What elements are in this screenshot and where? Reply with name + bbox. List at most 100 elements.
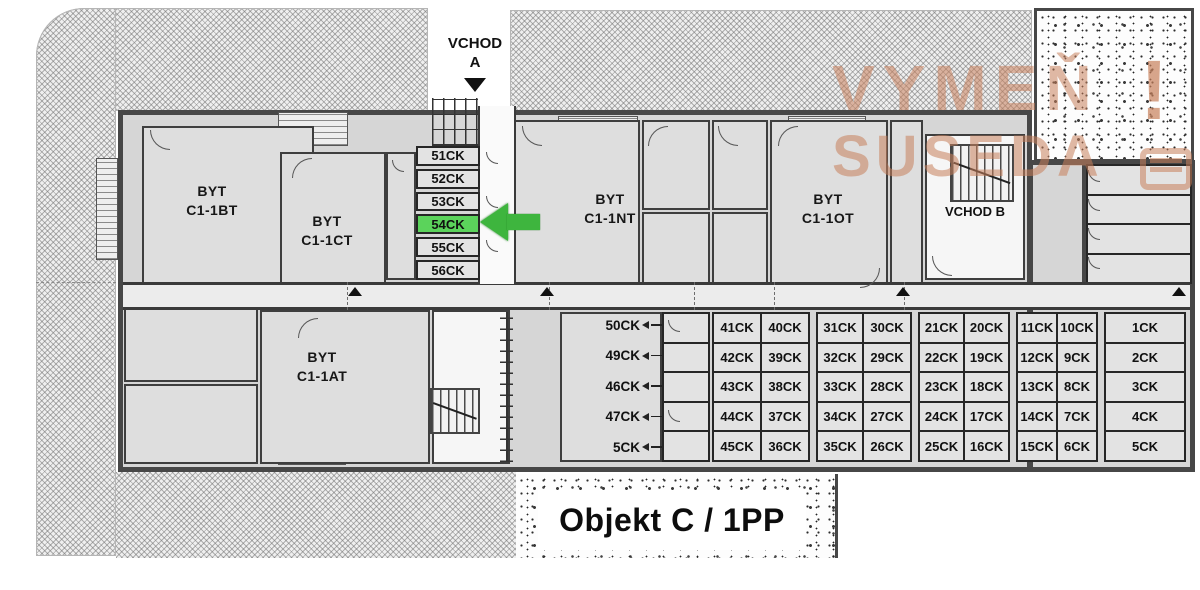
storage-cell: 7CK xyxy=(1056,400,1098,433)
storage-cell xyxy=(1086,252,1192,284)
watermark-logo-icon xyxy=(1140,148,1192,190)
storage-cell xyxy=(1086,193,1192,225)
entrance-a-arrow-icon xyxy=(464,78,486,92)
cell-label: 30CK xyxy=(870,320,904,336)
storage-cell: 10CK xyxy=(1056,312,1098,344)
cell-label: 55CK xyxy=(431,239,465,255)
site-dashed-line xyxy=(36,282,116,283)
cell-label: 45CK xyxy=(720,438,754,454)
room-stairwell xyxy=(432,310,510,464)
cell-label: 10CK xyxy=(1060,320,1094,336)
corridor-joint xyxy=(774,282,775,310)
storage-cell: 40CK xyxy=(760,312,810,344)
cell-label: 53CK xyxy=(431,194,465,210)
vestibule-a xyxy=(478,106,516,284)
cell-label: 52CK xyxy=(431,171,465,187)
room-small xyxy=(124,302,258,382)
storage-cell xyxy=(662,341,710,374)
dimension-line xyxy=(506,312,508,462)
cell-label: 37CK xyxy=(768,409,802,425)
storage-cell: 14CK xyxy=(1016,400,1058,433)
corridor-joint xyxy=(549,282,550,310)
section-marker xyxy=(540,287,554,296)
storage-cell: 11CK xyxy=(1016,312,1058,344)
cell-label: 38CK xyxy=(768,379,802,395)
cell-label: 39CK xyxy=(768,349,802,365)
stairs-core xyxy=(430,388,480,434)
cell-label: 46CK xyxy=(605,378,640,394)
cell-label: 34CK xyxy=(823,409,857,425)
cell-label: 16CK xyxy=(969,438,1004,454)
storage-cell: 38CK xyxy=(760,371,810,403)
cell-label: 5CK xyxy=(1131,438,1158,454)
cell-label: 31CK xyxy=(823,320,857,336)
cell-label: 51CK xyxy=(431,148,465,164)
corridor xyxy=(123,282,1190,310)
storage-cell: 53CK xyxy=(416,191,480,212)
cell-label: 14CK xyxy=(1020,409,1054,425)
storage-labels-left: 50CK 49CK 46CK 47CK 5CK xyxy=(570,316,666,456)
storage-cell: 24CK xyxy=(918,400,965,433)
storage-cell: 8CK xyxy=(1056,371,1098,403)
cell-label: 3CK xyxy=(1131,379,1158,395)
storage-cell: 32CK xyxy=(816,341,864,374)
storage-grid-16-20: 20CK 19CK 18CK 17CK 16CK xyxy=(963,312,1010,462)
storage-cell xyxy=(1086,223,1192,255)
cell-label: 42CK xyxy=(720,349,754,365)
storage-cell: 9CK xyxy=(1056,341,1098,374)
highlight-arrow-shaft xyxy=(507,214,540,230)
cell-label: 24CK xyxy=(924,409,959,425)
storage-cell: 17CK xyxy=(963,400,1010,433)
storage-cell-highlighted: 54CK xyxy=(416,214,480,235)
room-small xyxy=(386,152,416,280)
storage-cell: 42CK xyxy=(712,341,762,374)
storage-cell: 35CK xyxy=(816,430,864,462)
room-small xyxy=(124,384,258,464)
storage-cell: 6CK xyxy=(1056,430,1098,462)
cell-label: 17CK xyxy=(969,409,1004,425)
storage-cell: 26CK xyxy=(862,430,912,462)
stairs-entrance-b xyxy=(950,144,1014,202)
leader-arrow-icon xyxy=(642,321,649,329)
storage-cell: 56CK xyxy=(416,260,480,280)
lightwell-stripes xyxy=(96,158,118,260)
cell-label: 12CK xyxy=(1020,349,1054,365)
storage-cell xyxy=(662,312,710,344)
storage-grid-26-30: 30CK 29CK 28CK 27CK 26CK xyxy=(862,312,912,462)
storage-cell: 19CK xyxy=(963,341,1010,374)
storage-cell: 13CK xyxy=(1016,371,1058,403)
storage-cell: 29CK xyxy=(862,341,912,374)
entrance-a-letter: A xyxy=(469,54,481,71)
storage-cell: 5CK xyxy=(1104,430,1186,462)
cell-label: 4CK xyxy=(1131,409,1158,425)
room-small xyxy=(890,120,923,302)
storage-cell: 16CK xyxy=(963,430,1010,462)
highlight-arrow-icon xyxy=(480,203,508,241)
storage-cell: 30CK xyxy=(862,312,912,344)
storage-cell: 31CK xyxy=(816,312,864,344)
cell-label: 1CK xyxy=(1131,320,1158,336)
leader-arrow-icon xyxy=(642,412,649,421)
leader-label: 47CK xyxy=(570,408,666,426)
cell-label: 29CK xyxy=(870,349,904,365)
cell-label: 50CK xyxy=(605,317,640,333)
storage-grid-41-45: 41CK 42CK 43CK 44CK 45CK xyxy=(712,312,762,462)
cell-label: 11CK xyxy=(1020,320,1054,336)
cell-label: 2CK xyxy=(1131,349,1158,365)
storage-cell: 3CK xyxy=(1104,371,1186,403)
cell-label: 20CK xyxy=(969,320,1004,336)
storage-cell: 45CK xyxy=(712,430,762,462)
storage-stack-51-56: 51CK 52CK 53CK 54CK 55CK 56CK xyxy=(416,146,480,280)
storage-cell: 39CK xyxy=(760,341,810,374)
corridor-joint xyxy=(347,282,348,310)
storage-grid-21-25: 21CK 22CK 23CK 24CK 25CK xyxy=(918,312,965,462)
storage-cell: 36CK xyxy=(760,430,810,462)
cell-label: 22CK xyxy=(924,349,959,365)
cell-label: 54CK xyxy=(431,216,465,232)
cell-label: 32CK xyxy=(823,349,857,365)
room-apartment-at xyxy=(260,310,430,464)
storage-grid-11-15: 11CK 12CK 13CK 14CK 15CK xyxy=(1016,312,1058,462)
